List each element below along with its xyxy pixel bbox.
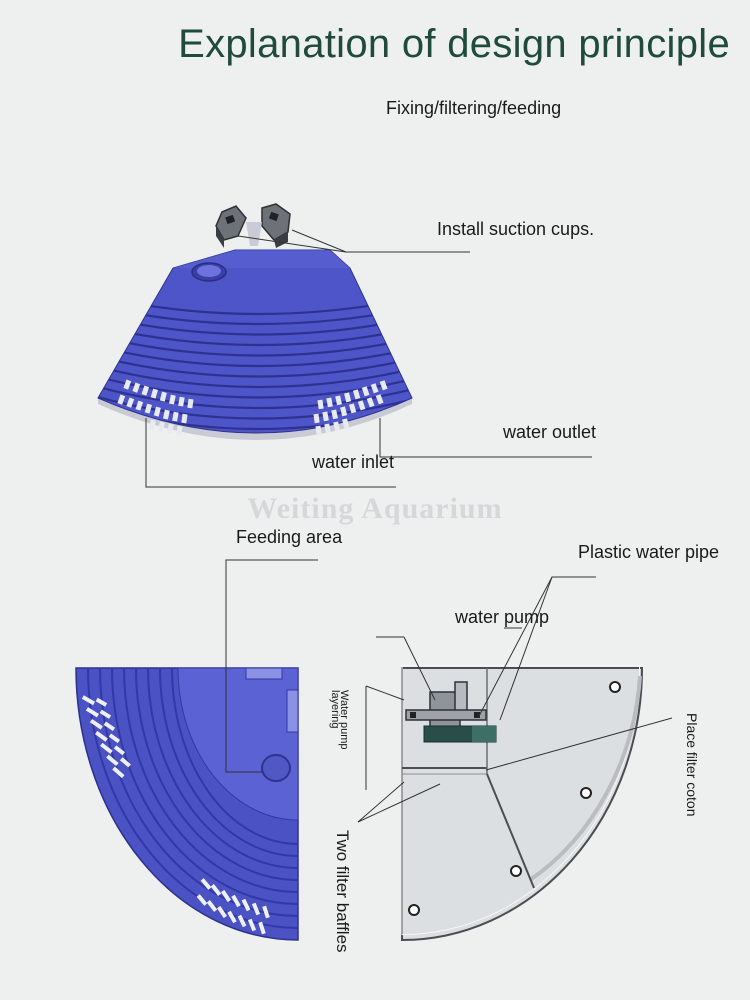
label-pump-layering-2: layering	[329, 690, 341, 729]
leader-lines-bottom	[357, 576, 673, 823]
label-plastic-pipe: Plastic water pipe	[578, 542, 720, 562]
leader-feeding	[225, 559, 318, 773]
label-filter-baffles: Two filter baffles	[333, 830, 352, 953]
filter-quarter-view	[75, 559, 318, 941]
water-pump-drawing	[405, 681, 497, 743]
label-feeding-area: Feeding area	[236, 527, 343, 547]
watermark: Weiting Aquarium	[247, 492, 503, 525]
filter-top-view	[97, 203, 592, 488]
feeding-hole-quarter	[261, 754, 291, 782]
water-outlet-slots	[313, 380, 388, 436]
leader-lines-top	[145, 229, 592, 488]
suction-cups	[215, 203, 291, 248]
page-title: Explanation of design principle	[178, 22, 730, 66]
filter-bottom-edge	[98, 398, 412, 440]
label-water-outlet: water outlet	[503, 422, 597, 442]
label-water-inlet: water inlet	[312, 452, 395, 472]
filter-internal-view	[357, 576, 673, 942]
water-inlet-slots	[117, 379, 194, 436]
label-suction-cups: Install suction cups.	[437, 219, 595, 239]
subtitle: Fixing/filtering/feeding	[386, 98, 562, 118]
filter-body	[97, 249, 413, 434]
label-filter-cotton: Place filter coton	[684, 713, 700, 817]
quarter-slots	[81, 695, 270, 935]
label-water-pump: water pump	[455, 607, 550, 627]
baffle-2	[486, 773, 535, 889]
